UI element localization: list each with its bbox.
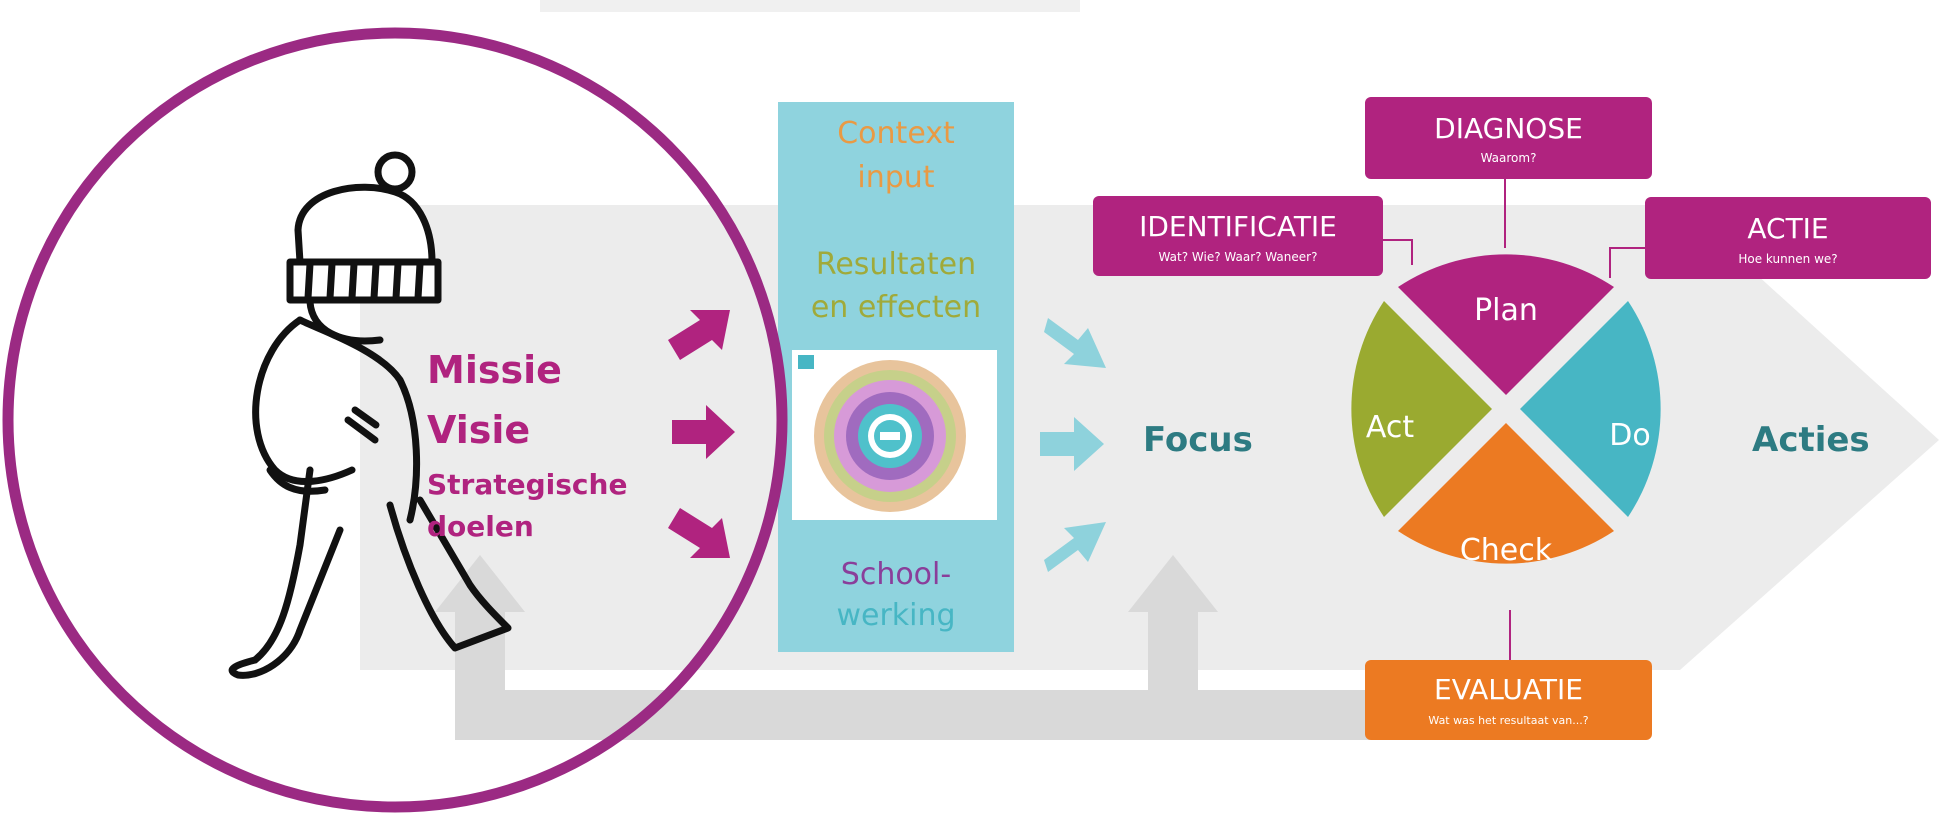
missie-label: Missie [427, 348, 562, 392]
arrow-up-right-teal [1044, 522, 1106, 572]
small-image-icon [798, 355, 814, 369]
acties-label: Acties [1752, 420, 1870, 460]
check-label: Check [1459, 533, 1553, 568]
arrow-right [672, 405, 735, 459]
actie-title: ACTIE [1747, 212, 1829, 245]
diagnose-box [1365, 97, 1652, 179]
onion-diagram [814, 360, 966, 512]
feedback-loop [435, 555, 1455, 740]
arrow-right-teal [1040, 417, 1104, 471]
context-label: Context [837, 116, 955, 151]
identificatie-subtitle: Wat? Wie? Waar? Waneer? [1158, 250, 1318, 264]
magenta-arrows [668, 310, 735, 558]
arrow-up-right [668, 310, 730, 360]
connector-lines [1382, 178, 1645, 660]
strategische-label: Strategische [427, 468, 628, 501]
plan-quadrant [1398, 254, 1614, 395]
resultaten-label: Resultaten [815, 247, 977, 282]
effecten-label: en effecten [810, 290, 982, 325]
input-label: input [857, 160, 935, 195]
actie-box [1645, 197, 1931, 279]
arrow-down-right-teal [1044, 318, 1106, 368]
evaluatie-subtitle: Wat was het resultaat van...? [1428, 714, 1589, 727]
evaluatie-title: EVALUATIE [1434, 673, 1583, 706]
teal-arrows [1040, 318, 1106, 572]
school-label: School- [840, 557, 952, 592]
check-quadrant [1398, 423, 1614, 564]
actie-subtitle: Hoe kunnen we? [1738, 252, 1838, 266]
identificatie-box [1093, 196, 1383, 276]
top-title-remnant [540, 0, 1080, 12]
arrow-down-right [668, 508, 730, 558]
mission-circle [2, 27, 788, 813]
act-label: Act [1365, 410, 1415, 445]
do-quadrant [1520, 301, 1661, 517]
plan-label: Plan [1474, 293, 1538, 328]
visie-label: Visie [427, 408, 531, 452]
diagnose-subtitle: Waarom? [1480, 151, 1537, 165]
focus-label: Focus [1143, 420, 1253, 460]
evaluatie-box [1365, 660, 1652, 740]
walking-figure-illustration [228, 151, 512, 679]
doelen-label: doelen [427, 510, 534, 543]
pdca-cycle [1351, 254, 1661, 564]
do-label: Do [1609, 418, 1651, 453]
diagnose-title: DIAGNOSE [1434, 112, 1583, 145]
werking-label: werking [836, 598, 956, 633]
identificatie-title: IDENTIFICATIE [1139, 210, 1337, 243]
act-quadrant [1351, 301, 1492, 517]
